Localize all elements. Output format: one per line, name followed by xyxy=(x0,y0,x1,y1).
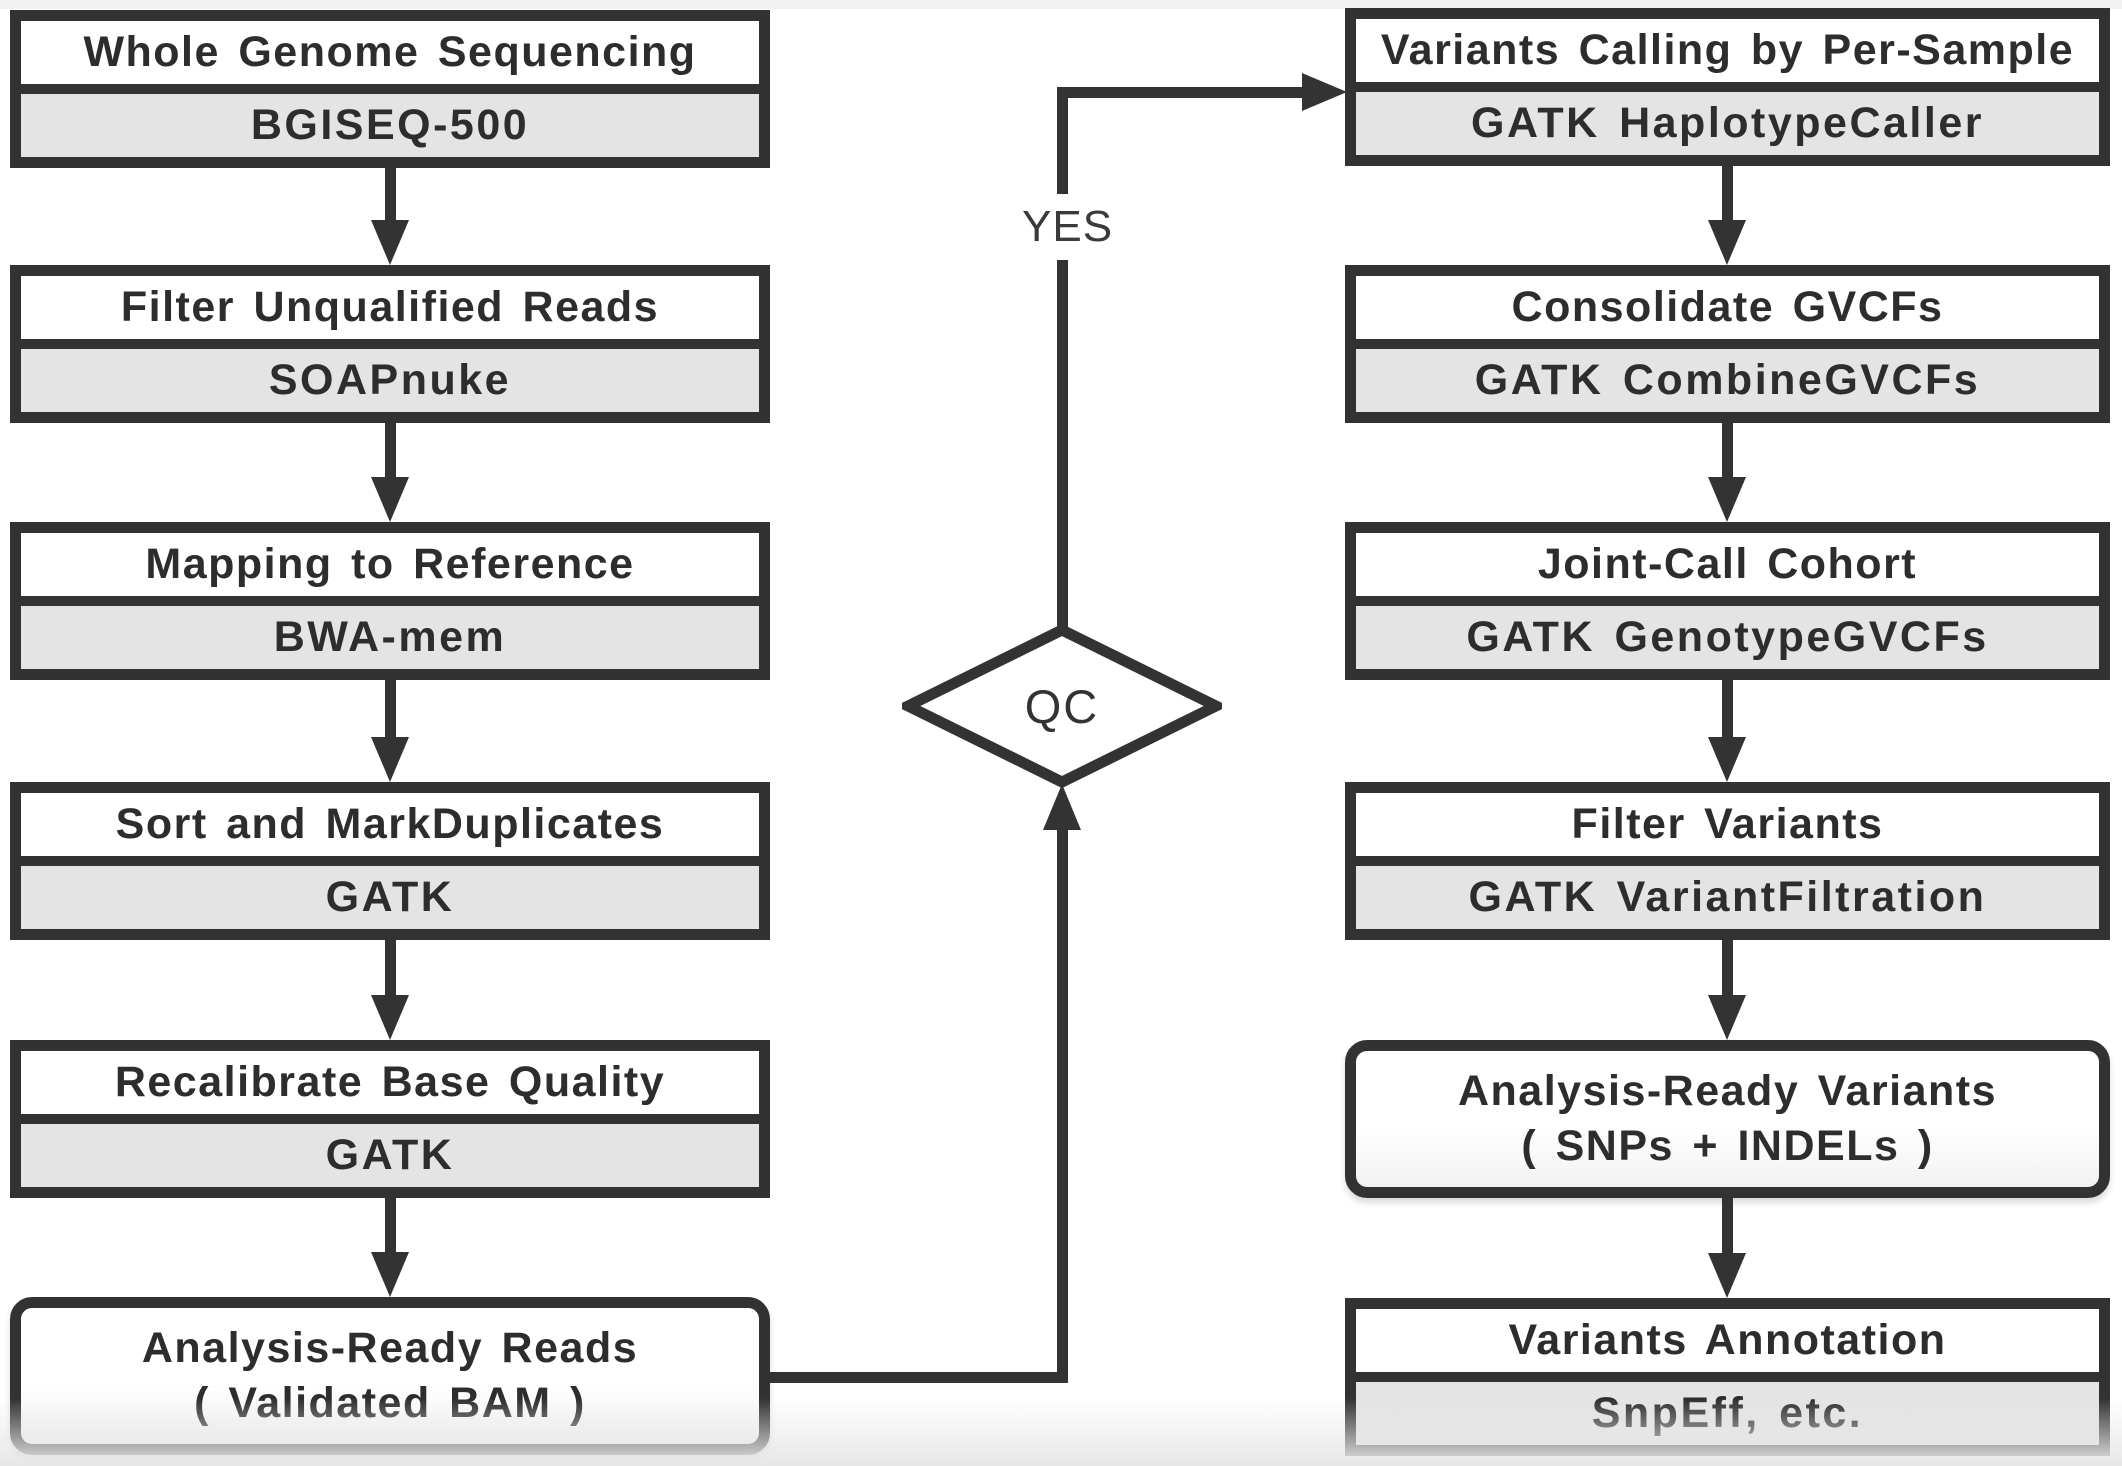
down-arrow-icon xyxy=(371,680,409,782)
result-line: Analysis-Ready Reads xyxy=(141,1323,639,1372)
step-title: Variants Annotation xyxy=(1356,1309,2099,1372)
down-arrow-icon xyxy=(371,423,409,522)
step-tool: SOAPnuke xyxy=(21,339,759,412)
result-box-analysis-ready-variants: Analysis-Ready Variants ( SNPs + INDELs … xyxy=(1345,1040,2110,1198)
result-line: ( SNPs + INDELs ) xyxy=(1521,1122,1934,1170)
down-arrow-icon xyxy=(1708,680,1746,782)
step-box-mapping-to-reference: Mapping to Reference BWA-mem xyxy=(10,522,770,680)
step-title: Filter Variants xyxy=(1356,793,2099,856)
step-box-variants-calling-per-sample: Variants Calling by Per-Sample GATK Hapl… xyxy=(1345,8,2110,166)
step-box-filter-unqualified-reads: Filter Unqualified Reads SOAPnuke xyxy=(10,265,770,423)
step-title: Whole Genome Sequencing xyxy=(21,21,759,84)
step-title: Sort and MarkDuplicates xyxy=(21,793,759,856)
up-arrow-icon xyxy=(1043,784,1081,830)
down-arrow-icon xyxy=(1708,940,1746,1040)
step-tool: GATK VariantFiltration xyxy=(1356,856,2099,929)
connector-line xyxy=(770,1372,1068,1383)
step-title: Recalibrate Base Quality xyxy=(21,1051,759,1114)
step-box-joint-call-cohort: Joint-Call Cohort GATK GenotypeGVCFs xyxy=(1345,522,2110,680)
step-box-consolidate-gvcfs: Consolidate GVCFs GATK CombineGVCFs xyxy=(1345,265,2110,423)
right-arrow-icon xyxy=(1302,73,1347,111)
step-tool: GATK CombineGVCFs xyxy=(1356,339,2099,412)
down-arrow-icon xyxy=(371,940,409,1040)
result-box-analysis-ready-reads: Analysis-Ready Reads ( Validated BAM ) xyxy=(10,1297,770,1455)
step-tool: GATK xyxy=(21,856,759,929)
page-edge-top xyxy=(0,0,2122,9)
down-arrow-icon xyxy=(371,1198,409,1297)
qc-decision-diamond: QC xyxy=(895,623,1229,789)
diamond-shape xyxy=(895,623,1229,789)
down-arrow-icon xyxy=(1708,166,1746,265)
step-title: Filter Unqualified Reads xyxy=(21,276,759,339)
result-line: ( Validated BAM ) xyxy=(194,1379,586,1427)
step-title: Variants Calling by Per-Sample xyxy=(1356,19,2099,82)
yes-branch-label: YES xyxy=(1022,194,1112,260)
step-tool: GATK xyxy=(21,1114,759,1187)
down-arrow-icon xyxy=(1708,423,1746,522)
step-tool: SnpEff, etc. xyxy=(1356,1372,2099,1445)
connector-line xyxy=(1057,87,1305,98)
step-title: Joint-Call Cohort xyxy=(1356,533,2099,596)
step-box-whole-genome-sequencing: Whole Genome Sequencing BGISEQ-500 xyxy=(10,10,770,168)
step-tool: GATK GenotypeGVCFs xyxy=(1356,596,2099,669)
step-tool: BWA-mem xyxy=(21,596,759,669)
down-arrow-icon xyxy=(1708,1198,1746,1298)
qc-label: QC xyxy=(1024,679,1100,733)
connector-line xyxy=(1057,829,1068,1383)
connector-line xyxy=(1057,87,1068,630)
result-line: Analysis-Ready Variants xyxy=(1457,1066,1998,1115)
step-box-variants-annotation: Variants Annotation SnpEff, etc. xyxy=(1345,1298,2110,1456)
step-tool: GATK HaplotypeCaller xyxy=(1356,82,2099,155)
step-title: Consolidate GVCFs xyxy=(1356,276,2099,339)
step-box-recalibrate-base-quality: Recalibrate Base Quality GATK xyxy=(10,1040,770,1198)
step-box-filter-variants: Filter Variants GATK VariantFiltration xyxy=(1345,782,2110,940)
step-tool: BGISEQ-500 xyxy=(21,84,759,157)
step-title: Mapping to Reference xyxy=(21,533,759,596)
down-arrow-icon xyxy=(371,168,409,265)
step-box-sort-and-markduplicates: Sort and MarkDuplicates GATK xyxy=(10,782,770,940)
